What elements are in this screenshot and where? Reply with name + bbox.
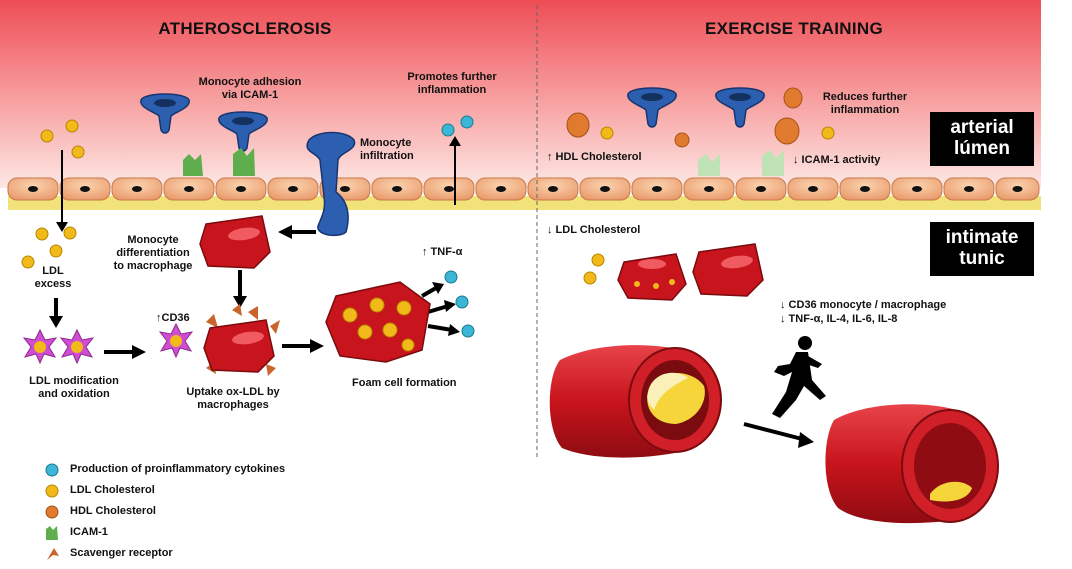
cell-nucleus <box>860 186 870 192</box>
tnf-up-label: ↑ TNF-α <box>422 246 463 258</box>
hdl-cluster <box>566 87 803 148</box>
ldl-cluster-right <box>600 126 835 140</box>
reduces-inflammation-label: Reduces further inflammation <box>822 91 908 116</box>
cell-nucleus <box>964 186 974 192</box>
cytokines-down-label: ↓ TNF-α, IL-4, IL-6, IL-8 <box>780 313 898 325</box>
healthy-vessel-icon <box>825 404 999 524</box>
cd36-up-label: ↑CD36 <box>156 312 190 324</box>
scavenger-receptor-icon <box>47 548 59 560</box>
cell-nucleus <box>756 186 766 192</box>
cell-nucleus <box>184 186 194 192</box>
cytokine-icon <box>441 123 455 137</box>
endothelial-layer <box>7 177 1040 201</box>
cell-nucleus <box>548 186 558 192</box>
cell-nucleus <box>652 186 662 192</box>
occluded-vessel-icon <box>549 345 722 458</box>
icam-receptor-icon <box>762 150 784 176</box>
atherosclerosis-title: ATHEROSCLEROSIS <box>158 19 332 38</box>
arterial-lumen-label: arterial lúmen <box>930 112 1034 166</box>
cell-nucleus <box>340 186 350 192</box>
cytokine-icon <box>461 324 475 338</box>
macrophage-icon <box>199 215 271 269</box>
cell-nucleus <box>808 186 818 192</box>
cell-nucleus <box>288 186 298 192</box>
uptake-oxldl-label: Uptake ox-LDL by macrophages <box>186 386 280 411</box>
monocyte-differentiation-label: Monocyte differentiation to macrophage <box>113 234 193 272</box>
cell-nucleus <box>132 186 142 192</box>
foam-cell-icon <box>325 281 431 363</box>
cell-nucleus <box>28 186 38 192</box>
cd36-down-label: ↓ CD36 monocyte / macrophage <box>780 299 947 311</box>
ldl-excess-label: LDL excess <box>34 265 72 290</box>
icam-receptor-icon <box>46 526 58 540</box>
macrophage-icon <box>692 243 764 297</box>
ldl-circle-icon <box>45 484 59 498</box>
cell-nucleus <box>392 186 402 192</box>
ldl-modification-label: LDL modification and oxidation <box>29 375 119 400</box>
icam-receptor-icon <box>183 154 203 176</box>
ldl-excess-cluster <box>21 226 77 269</box>
basement-membrane <box>8 196 1041 210</box>
runner-icon <box>772 336 826 418</box>
ldl-cluster-lumen <box>40 119 85 159</box>
cell-nucleus <box>704 186 714 192</box>
cell-nucleus <box>444 186 454 192</box>
hdl-up-label: ↑ HDL Cholesterol <box>547 151 642 163</box>
cell-nucleus <box>912 186 922 192</box>
hdl-circle-icon <box>45 505 59 519</box>
promotes-inflammation-label: Promotes further inflammation <box>407 71 497 96</box>
cytokine-icon <box>444 270 458 284</box>
monocyte-infiltration-label: Monocyte infiltration <box>360 137 414 162</box>
cell-nucleus <box>600 186 610 192</box>
infiltrating-monocyte-icon <box>306 131 356 237</box>
ldl-down-label: ↓ LDL Cholesterol <box>547 224 641 236</box>
foam-cell-label: Foam cell formation <box>352 377 457 389</box>
cell-nucleus <box>236 186 246 192</box>
icam-receptor-icon <box>233 148 255 176</box>
cytokine-icon <box>460 115 474 129</box>
macrophage-light-icon <box>617 253 687 301</box>
ldl-cluster-intima <box>583 253 605 285</box>
cell-nucleus <box>496 186 506 192</box>
monocyte-adhesion-label: Monocyte adhesion via ICAM-1 <box>198 76 302 101</box>
cell-nucleus <box>80 186 90 192</box>
cell-nucleus <box>1012 186 1023 192</box>
icam-receptor-icon <box>698 154 720 176</box>
intimate-tunic-label: intimate tunic <box>930 222 1034 276</box>
cytokine-icon <box>455 295 469 309</box>
cytokine-circle-icon <box>45 463 59 477</box>
macrophage-icon <box>203 319 275 373</box>
icam-down-label: ↓ ICAM-1 activity <box>793 154 881 166</box>
exercise-training-title: EXERCISE TRAINING <box>705 19 883 38</box>
scavenger-receptors <box>206 304 280 376</box>
